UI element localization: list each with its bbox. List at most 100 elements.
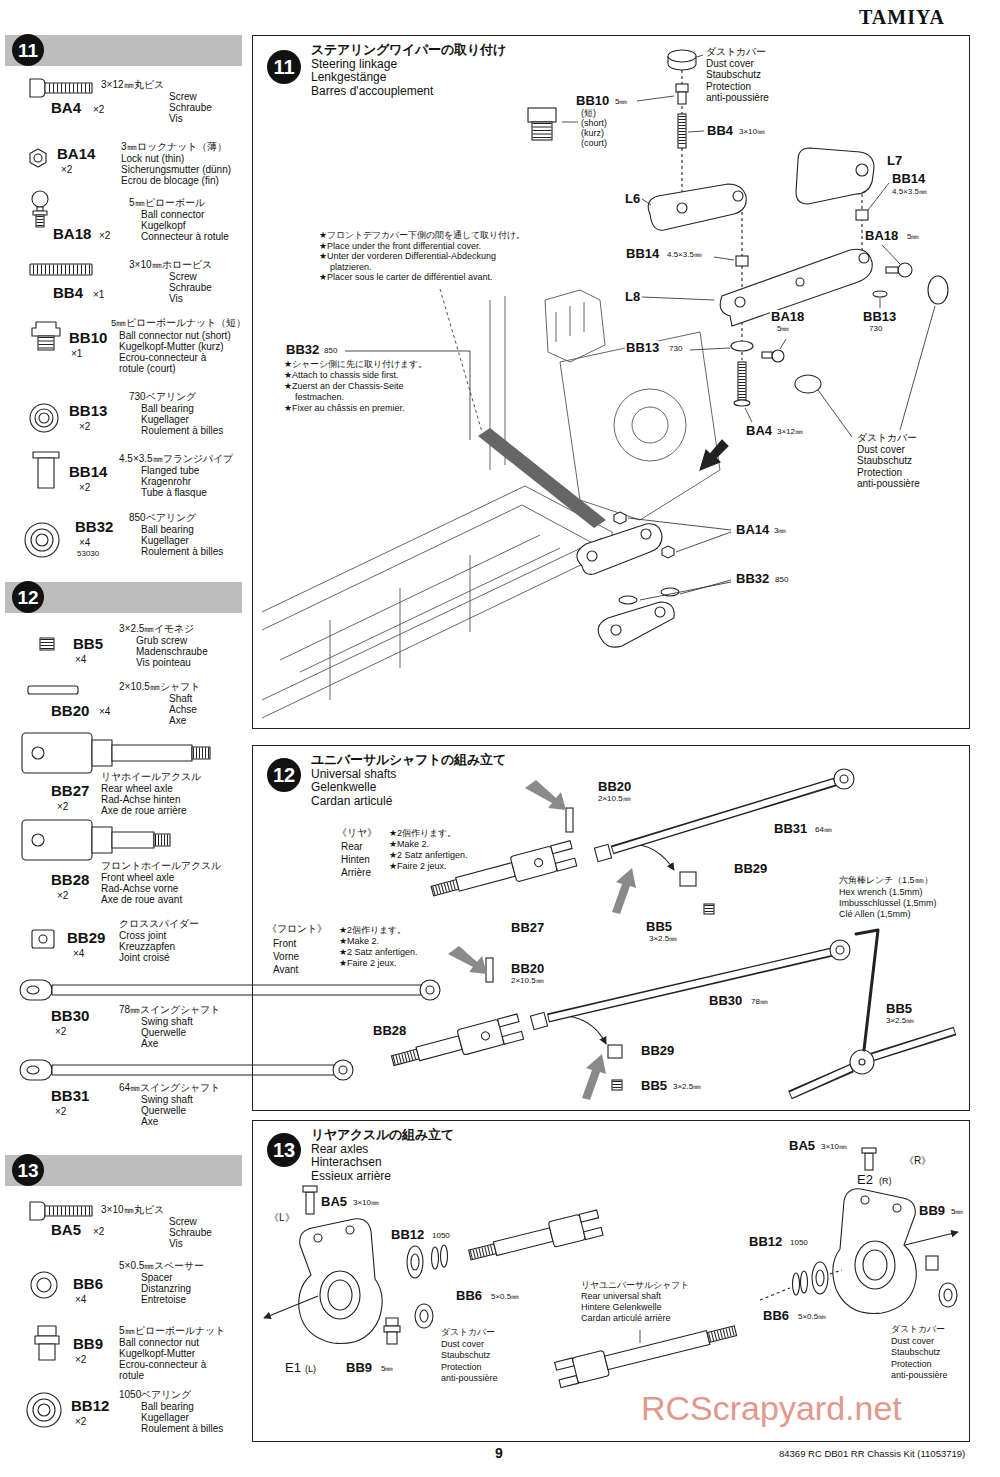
- label-text: ★Fixer au châssis en premier.: [283, 404, 406, 414]
- part-code: BB30: [50, 1008, 90, 1025]
- rear-axle-drawing: [469, 1244, 497, 1260]
- label-text: Connecteur à rotule: [140, 231, 230, 242]
- dimension: 730: [668, 345, 683, 354]
- rear-axle-drawing: [812, 1262, 828, 1294]
- steering-on-chassis: [587, 551, 597, 561]
- label-text: festmachen.: [294, 393, 345, 403]
- label-text: ×2: [54, 1106, 67, 1117]
- leader-line: [882, 245, 900, 264]
- step-title-text: Steering linkage: [311, 58, 506, 72]
- label-text: ×2: [98, 230, 111, 241]
- dimension: 2×10.5㎜: [597, 795, 632, 804]
- leader-line: [745, 408, 752, 422]
- steering-exploded: [796, 278, 804, 286]
- label-text: ×2: [74, 1416, 87, 1427]
- part-code: BB4: [706, 124, 734, 138]
- universal-shaft-drawing: [498, 1014, 519, 1027]
- label-text: Swing shaft: [140, 1094, 194, 1105]
- dimension: 5㎜: [614, 98, 628, 107]
- label-text: リヤホイールアクスル: [100, 771, 202, 782]
- part-code: BB6: [72, 1276, 104, 1293]
- step-title-text: Barres d'accouplement: [311, 85, 506, 99]
- part-icon: [32, 322, 60, 336]
- universal-shaft-drawing: [705, 905, 714, 913]
- steering-exploded: [735, 297, 745, 307]
- universal-shaft-drawing: [555, 858, 576, 871]
- rear-axle-drawing: [944, 1289, 952, 1301]
- universal-shaft-drawing: [836, 946, 844, 954]
- rear-axle-drawing: [411, 1254, 419, 1270]
- part-code: BA14: [735, 523, 770, 537]
- label-text: Spacer: [140, 1272, 174, 1283]
- label-text: Ball bearing: [140, 524, 195, 535]
- part-icon: [39, 337, 54, 349]
- watermark: RCScrapyard.net: [640, 1390, 903, 1427]
- rear-axle-drawing: [471, 1249, 494, 1255]
- universal-shaft-drawing: [510, 846, 557, 882]
- rear-axle-drawing: [493, 1228, 553, 1256]
- label-text: Staubschutz: [440, 1351, 492, 1361]
- label-text: Flanged tube: [140, 465, 200, 476]
- part-icon: [36, 215, 44, 227]
- universal-shaft-drawing: [830, 940, 850, 960]
- part-code: BB29: [733, 862, 768, 876]
- universal-shaft-drawing: [680, 872, 696, 886]
- part-code: BA5: [50, 1222, 82, 1239]
- label-text: Staubschutz: [890, 1348, 942, 1358]
- part-code: BB5: [885, 1002, 913, 1016]
- dimension: 5㎜: [776, 325, 790, 334]
- label-text: 《リヤ》: [336, 827, 378, 838]
- chassis-drawing: [632, 407, 668, 443]
- part-code: BB30: [708, 994, 743, 1008]
- step-number: 11: [18, 41, 38, 60]
- rear-axle-drawing: [709, 1331, 734, 1337]
- label-text: Front wheel axle: [100, 872, 175, 883]
- label-text: Kugellager: [140, 414, 190, 425]
- leader-line: [637, 96, 674, 101]
- part-icon: [33, 211, 47, 215]
- upright-e1: [299, 1219, 382, 1344]
- dimension: 4.5×3.5㎜: [891, 188, 928, 197]
- leader-line: [345, 289, 731, 600]
- label-text: Imbusschlüssel (1,5mm): [838, 899, 938, 909]
- rear-axle-drawing: [306, 1192, 314, 1214]
- label-text: anti-poussière: [856, 478, 921, 489]
- part-icon: [30, 264, 92, 275]
- universal-shaft-drawing: [856, 930, 878, 1050]
- part-code: BB13: [625, 341, 660, 355]
- dimension: 78㎜: [750, 998, 769, 1007]
- dimension: 1050: [789, 1239, 809, 1248]
- part-icon: [25, 523, 59, 557]
- label-text: ×2: [78, 482, 91, 493]
- label-text: Screw: [168, 91, 198, 102]
- rear-axle-drawing: [707, 1326, 737, 1342]
- label-text: Protection: [440, 1363, 483, 1373]
- part-code: BB27: [510, 921, 545, 935]
- part-code: BA5: [788, 1139, 816, 1153]
- label-text: ×2: [56, 890, 69, 901]
- step-title-text: Essieux arrière: [311, 1170, 454, 1184]
- steering-on-chassis: [641, 529, 651, 539]
- part-icon: [40, 638, 54, 650]
- label-text: ×1: [92, 289, 105, 300]
- universal-shaft-drawing: [525, 780, 566, 810]
- step-title: リヤアクスルの組み立てRear axlesHinterachsenEssieux…: [311, 1129, 454, 1183]
- label-text: Hex wrench (1.5mm): [838, 888, 924, 898]
- rear-axle-drawing: [264, 1148, 958, 1388]
- universal-shaft-drawing: [873, 1031, 954, 1057]
- rear-axle-drawing: [793, 1273, 800, 1295]
- label-text: (L): [304, 1365, 317, 1375]
- part-icon: [155, 835, 169, 846]
- steering-exploded: [678, 92, 686, 104]
- label-text: Vis: [168, 1238, 184, 1249]
- universal-shaft-drawing: [448, 946, 487, 974]
- label-text: ★2 Satz anfertigen.: [338, 948, 419, 958]
- label-text: ★Placer sous le carter de différentiel a…: [318, 273, 494, 283]
- label-text: anti-poussière: [890, 1371, 949, 1381]
- label-text: ★Faire 2 jeux.: [338, 959, 398, 969]
- rear-axle-drawing: [760, 1270, 842, 1300]
- label-text: Clé Allen (1,5mm): [838, 910, 912, 920]
- label-text: ★2個作ります。: [388, 829, 457, 839]
- part-icon: [38, 458, 54, 488]
